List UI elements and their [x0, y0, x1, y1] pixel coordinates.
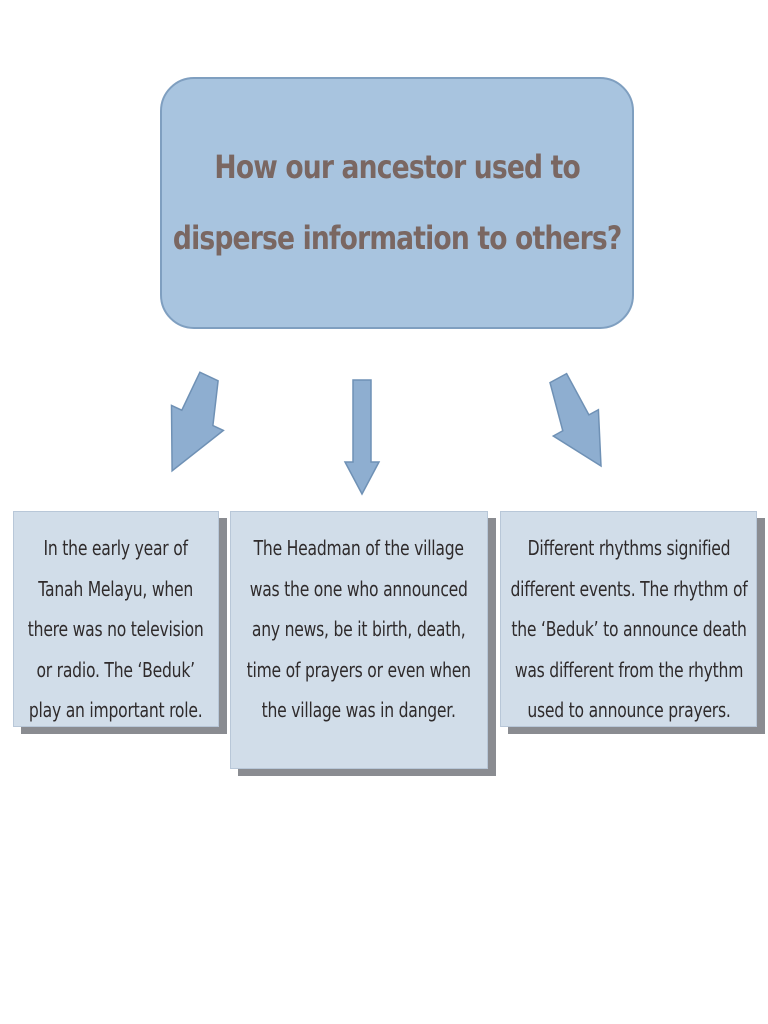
info-box-2-line: was the one who announced [250, 576, 468, 601]
info-box-2-text: The Headman of the village was the one w… [247, 528, 471, 731]
info-box-3-text: Different rhythms signified different ev… [510, 528, 747, 731]
info-box-1-line: play an important role. [29, 698, 203, 722]
info-box-1-line: In the early year of [43, 536, 189, 560]
info-box-2-line: the village was in danger. [261, 698, 457, 722]
info-box-1-line: or radio. The ‘Beduk’ [36, 657, 196, 682]
info-box-1-line: Tanah Melayu, when [38, 576, 194, 601]
info-box-1-text: In the early year of Tanah Melayu, when … [28, 528, 204, 731]
title-text: How our ancestor used to disperse inform… [172, 132, 622, 274]
info-box-2-line: The Headman of the village [253, 536, 465, 560]
info-box-3-line: the ‘Beduk’ to announce death [510, 617, 747, 641]
info-box-2-line: time of prayers or even when [246, 657, 472, 682]
arrow-left-icon [170, 371, 225, 473]
title-line-2: disperse information to others? [172, 219, 622, 257]
title-box: How our ancestor used to disperse inform… [160, 77, 634, 329]
arrow-center-icon [343, 379, 381, 496]
arrow-right-icon [549, 372, 602, 468]
info-box-3-line: different events. The rhythm of [509, 576, 748, 601]
title-line-1: How our ancestor used to [214, 148, 580, 186]
info-box-1: In the early year of Tanah Melayu, when … [13, 511, 219, 727]
info-box-3: Different rhythms signified different ev… [500, 511, 757, 727]
info-box-3-line: used to announce prayers. [526, 698, 731, 722]
info-box-1-line: there was no television [28, 617, 204, 641]
info-box-2: The Headman of the village was the one w… [230, 511, 488, 769]
info-box-3-line: was different from the rhythm [514, 657, 743, 682]
info-box-2-line: any news, be it birth, death, [252, 617, 466, 641]
info-box-3-line: Different rhythms signified [527, 536, 730, 560]
